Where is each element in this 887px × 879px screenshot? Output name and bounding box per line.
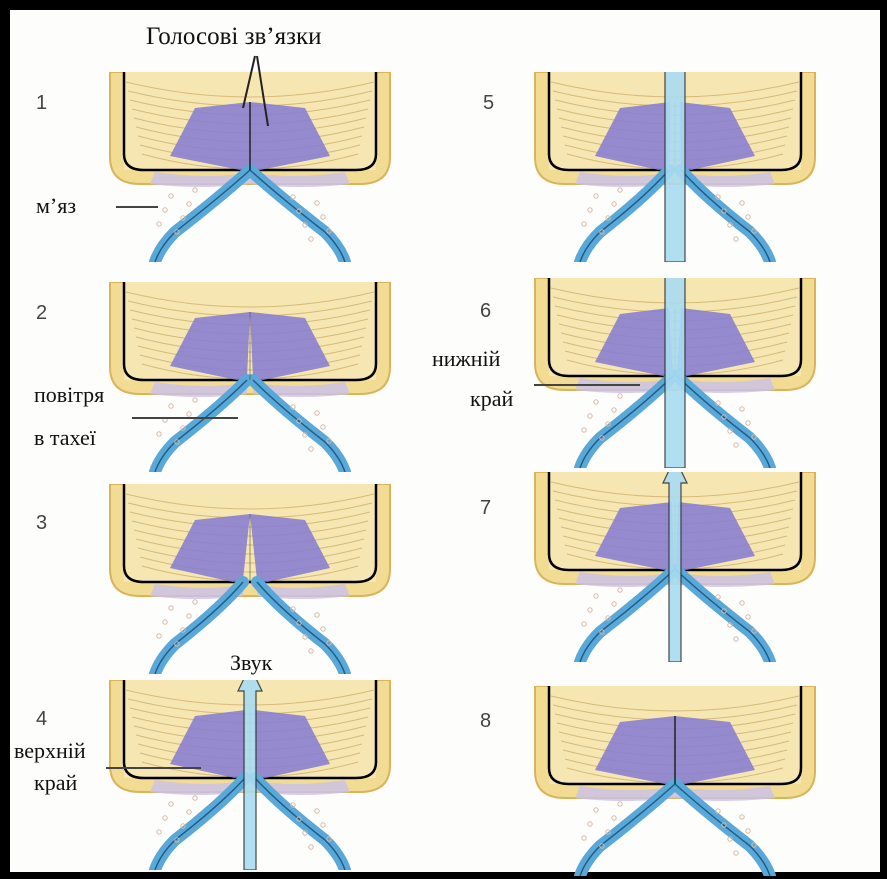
vocal-fold-illustration [100, 282, 400, 472]
vocal-fold-panel-8 [525, 686, 825, 876]
vocal-fold-panel-2 [100, 282, 400, 472]
lower-edge-leader [534, 384, 640, 386]
vocal-fold-panel-6 [525, 278, 825, 468]
panel-number-2: 2 [36, 302, 47, 325]
diagram-title: Голосові зв’язки [146, 24, 322, 50]
vocal-fold-illustration [100, 72, 400, 262]
vocal-fold-illustration [525, 72, 825, 262]
panel-number-1: 1 [36, 92, 47, 115]
vocal-fold-illustration [525, 686, 825, 876]
vocal-fold-illustration [100, 680, 400, 870]
lower-edge-label-line2: край [470, 386, 513, 412]
vocal-fold-panel-4 [100, 680, 400, 870]
air-label-line1: повітря [34, 382, 104, 408]
panel-number-3: 3 [36, 512, 47, 535]
sound-label: Звук [230, 650, 272, 676]
muscle-leader [116, 206, 158, 208]
panel-number-4: 4 [36, 708, 47, 731]
upper-edge-label-line2: край [34, 770, 77, 796]
vocal-fold-panel-1 [100, 72, 400, 262]
vocal-fold-panel-7 [525, 472, 825, 662]
vocal-fold-illustration [100, 484, 400, 674]
air-label-line2: в тахеї [34, 425, 96, 451]
panel-number-8: 8 [480, 710, 491, 733]
panel-number-6: 6 [480, 300, 491, 323]
panel-number-7: 7 [480, 497, 491, 520]
panel-number-5: 5 [483, 92, 494, 115]
vocal-fold-illustration [525, 472, 825, 662]
vocal-fold-panel-5 [525, 72, 825, 262]
upper-edge-leader [106, 767, 201, 769]
vocal-fold-panel-3 [100, 484, 400, 674]
muscle-label: м’яз [36, 193, 76, 219]
air-leader [132, 417, 238, 419]
lower-edge-label-line1: нижній [432, 346, 500, 372]
vocal-fold-illustration [525, 278, 825, 468]
upper-edge-label-line1: верхній [14, 738, 86, 764]
